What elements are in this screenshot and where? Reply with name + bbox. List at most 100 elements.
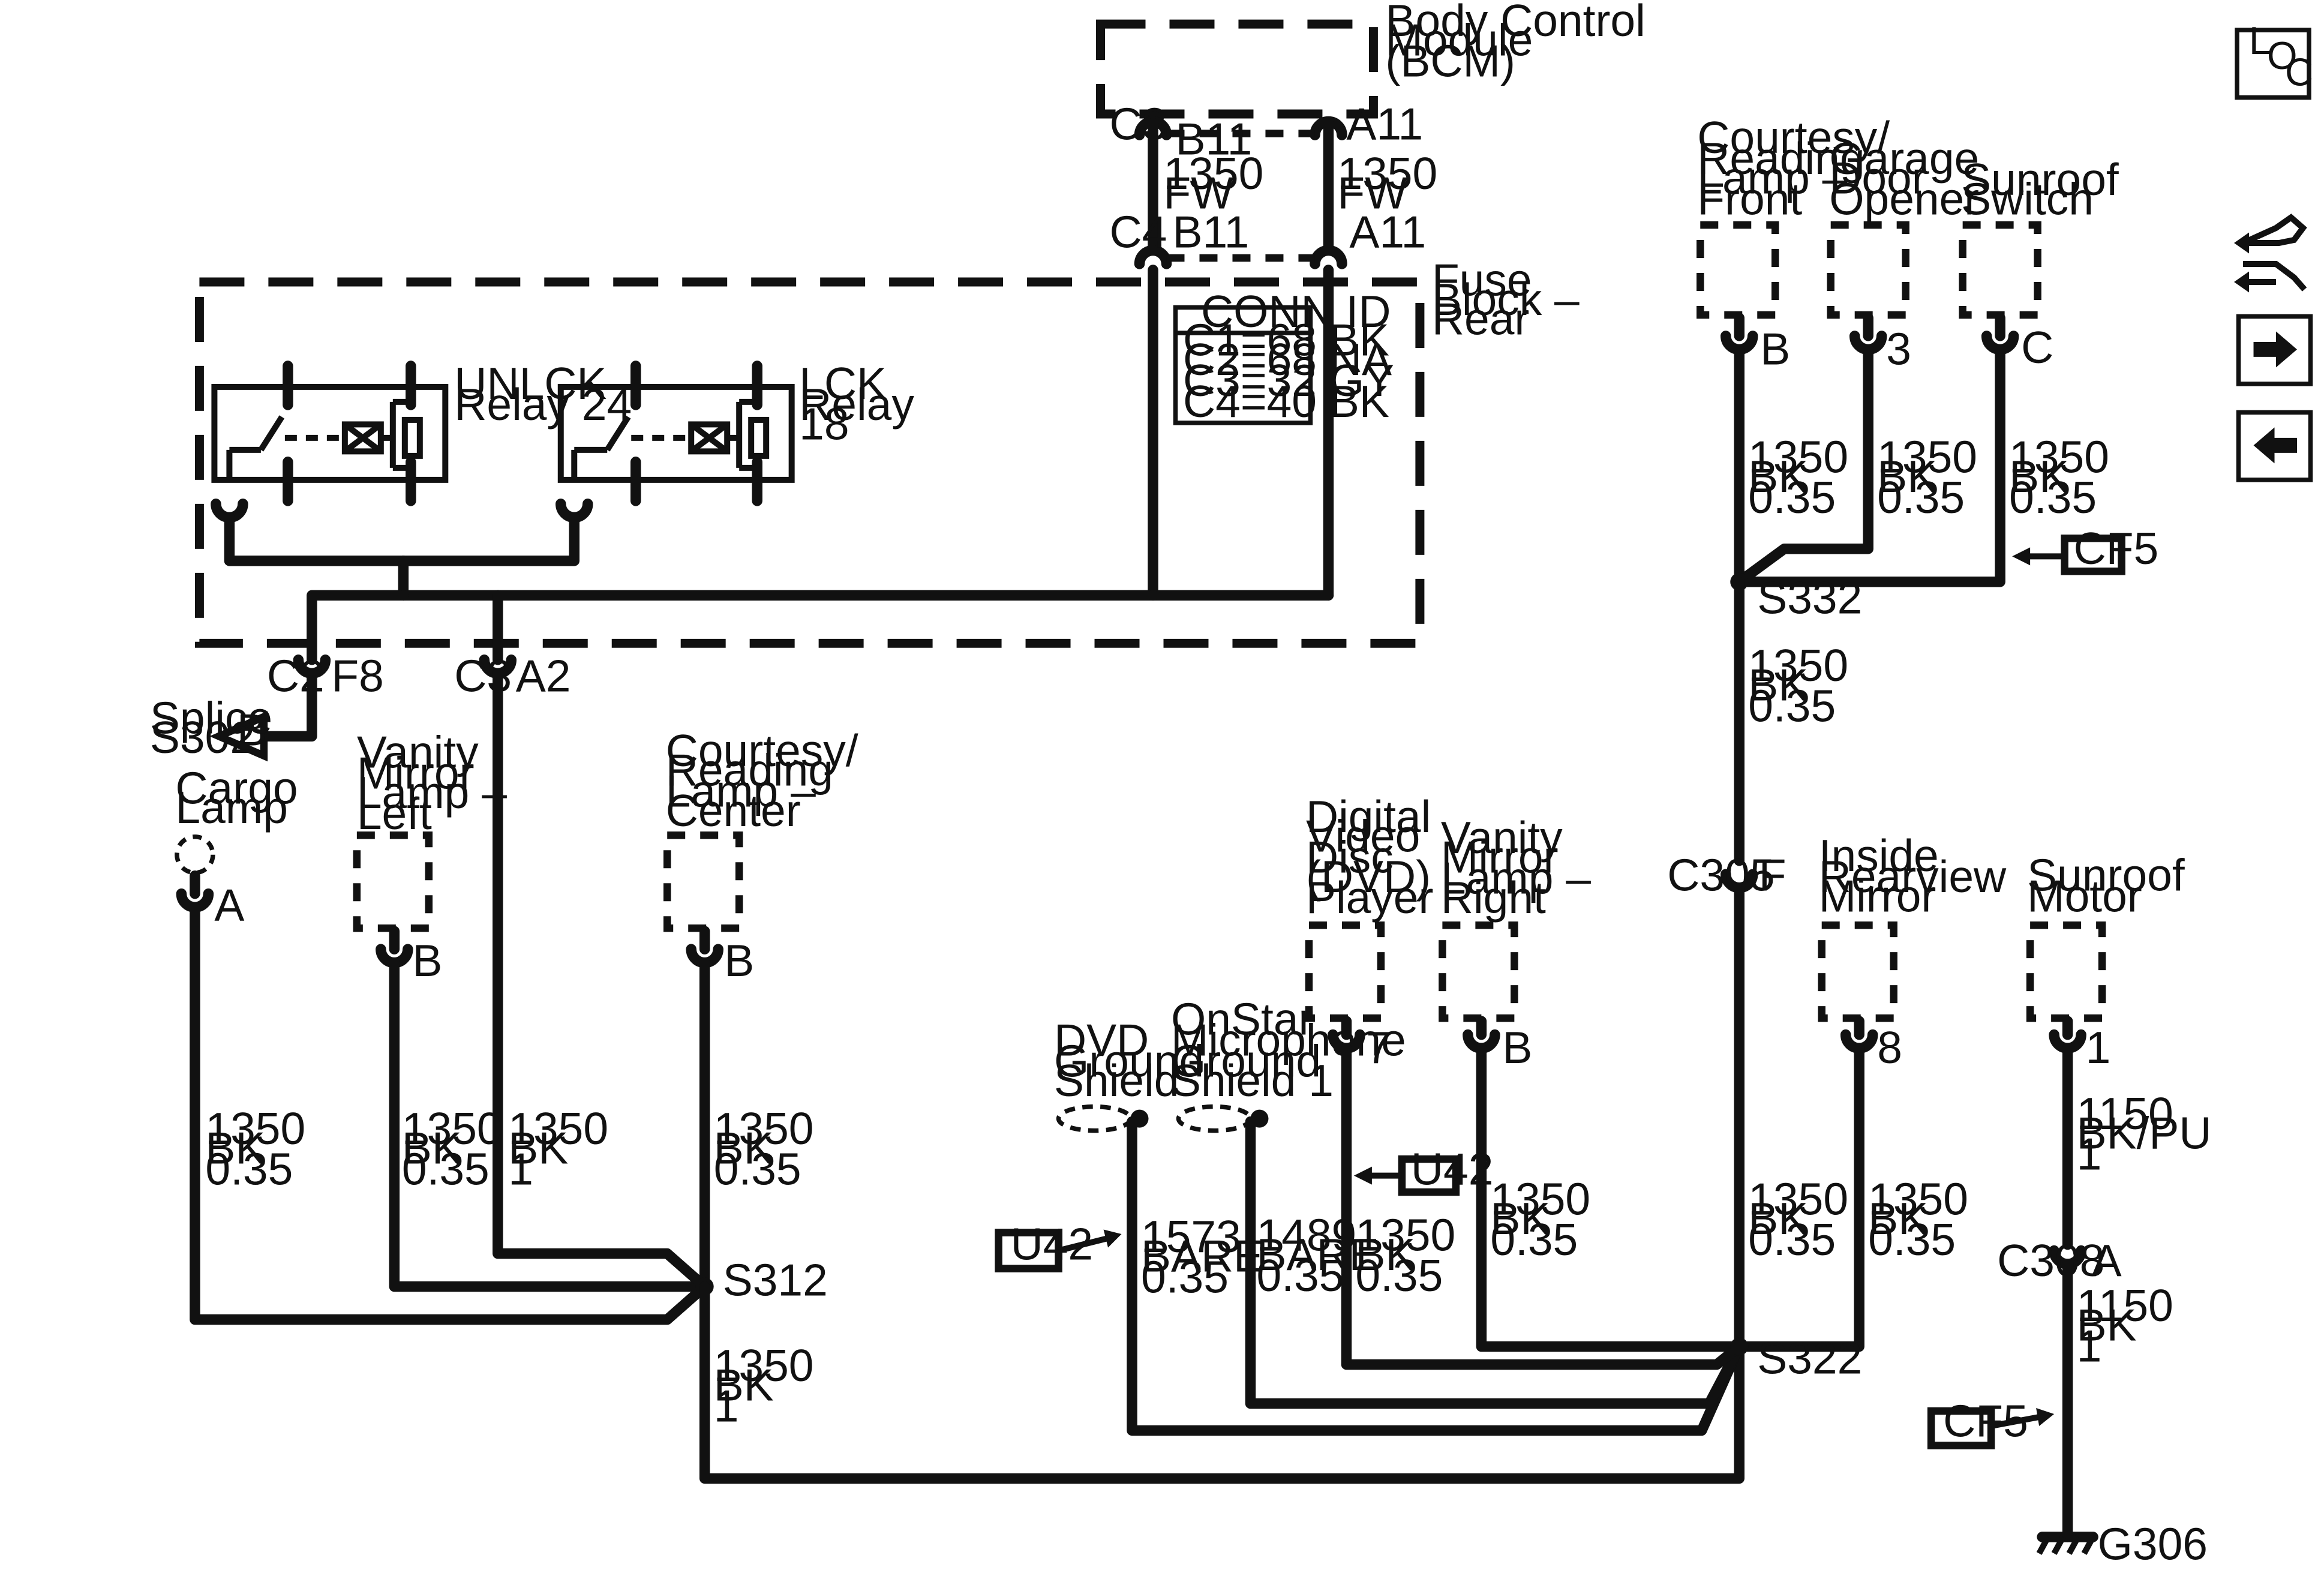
inside-mirror-label-3: Mirror [1819,871,1936,921]
sunroof-motor-label-1: Sunroof [2027,850,2185,900]
pin-1: 1 [2086,1022,2111,1073]
garage-label-1: Garage [1829,133,1979,184]
wire-center-3: 0.35 [714,1144,801,1194]
garage-door-opener: Garage Door Opener [1827,133,1979,319]
conn-id-row-4: C4=40 BK [1183,376,1389,427]
bcm-label-3: (BCM) [1385,36,1515,86]
courtesy-center-label-4: Center [666,785,801,836]
sunroof-switch-label-2: Switch [1961,173,2094,224]
wire-vanity-right-3: 0.35 [1490,1214,1578,1265]
pin-8: 8 [1877,1022,1902,1073]
wire-bcm-a11-1: 1350 [1337,148,1437,199]
onstar-microphone-ground-shield: OnStar Microphone Ground Shield 1 [1171,994,1406,1133]
splice-s312: S312 [723,1255,828,1305]
sunroof-motor: Sunroof Motor [2026,850,2185,1022]
wire-fuse-a2-3: 1 [508,1144,533,1194]
wire-dvd-shield-3: 0.35 [1141,1252,1229,1302]
sunroof-switch-label-1: Sunroof [1961,154,2119,205]
wire-onstar-shield-2: BARE [1256,1229,1379,1280]
pin-3: 3 [1886,323,1911,374]
pin-b11-bot: B11 [1172,206,1249,257]
wire-front-3: 0.35 [1748,472,1836,523]
wire-vanity-right-2: BK [1490,1193,1550,1244]
sunroof-motor-label-2: Motor [2027,871,2142,921]
wire-s332-down-3: 0.35 [1748,680,1836,731]
cargo-lamp-label-1: Cargo [175,763,298,813]
wire-s312-down-2: BK [714,1359,774,1410]
wire-inside-mirror-2: BK [1868,1193,1928,1244]
wire-cargo-2: BK [205,1123,265,1173]
courtesy-center-label-3: Lamp – [666,766,816,816]
vanity-left-label-4: Left [357,788,432,839]
wire-garage-2: BK [1877,451,1937,502]
ground-label: G306 [2098,1518,2208,1569]
splice-s332: S332 [1757,572,1862,623]
pin-c: C [2021,322,2053,373]
onstar-shield-label-2: Microphone [1171,1015,1406,1065]
wire-dvd-player-2: BK [1355,1229,1415,1280]
conn-c3-fuse: C3 [454,650,512,701]
bcm-label-2: Module [1385,15,1533,65]
wire-motor-top-1: 1150 [2077,1088,2173,1139]
wire-motor-top-3: 1 [2077,1129,2102,1179]
dvd-shield-label-3: Shield [1054,1055,1179,1106]
lck-relay: LCK Relay 18 [557,358,914,506]
vanity-left-label-3: Lamp – [357,767,507,818]
wire-garage-3: 0.35 [1877,472,1965,523]
fuse-block-rear: Fuse Block – Rear [194,254,1580,648]
garage-label-2: Door [1829,153,1926,203]
vanity-right-label-3: Lamp – [1441,853,1591,903]
wire-cargo-3: 0.35 [205,1144,293,1194]
ref-cf5-top: CF5 [2074,523,2159,574]
wire-sunroof-sw-3: 0.35 [2009,472,2097,523]
dvd-player-label-2: Video [1306,811,1420,861]
pin-f8: F8 [331,650,384,701]
forward-arrow-button[interactable] [2236,314,2313,386]
splice-s322: S322 [1757,1332,1862,1383]
vanity-right-label-1: Vanity [1441,812,1563,863]
cargo-lamp: Cargo Lamp [175,763,298,875]
wire-dvd-player-3: 0.35 [1355,1250,1443,1301]
onstar-shield-label-1: OnStar [1171,994,1314,1044]
vanity-right-label-4: Right [1441,872,1546,923]
dvd-player-label-3: Disc [1306,832,1394,882]
loc-button[interactable]: L O C [2235,19,2313,100]
pin-f: F [1759,850,1786,900]
wire-fuse-a2-1: 1350 [508,1103,608,1154]
loc-letter-c: C [2285,50,2313,94]
wire-garage-1: 1350 [1877,431,1977,482]
wire-inside-mirror-3: 0.35 [1868,1214,1956,1265]
pin-b11-top: B11 [1175,114,1252,164]
courtesy-front-label-1: Courtesy/ [1697,112,1890,163]
wire-fuse-a2-2: BK [508,1123,568,1173]
wire-onstar-shield-1: 1489 [1256,1210,1356,1260]
wire-vanity-left-1: 1350 [402,1103,502,1154]
lck-relay-label-1: LCK [799,358,887,409]
vanity-left-label-1: Vanity [357,727,479,778]
dvd-shield-label-1: DVD [1054,1015,1149,1065]
unlck-relay: UNLCK Relay 24 [211,358,632,506]
swap-wrench-icon[interactable] [2234,214,2307,293]
conn-c305: C305 [1667,850,1774,900]
lck-relay-label-3: 18 [799,398,849,449]
conn-c4: C4 [1110,206,1167,257]
conn-c308: C308 [1997,1235,2104,1286]
wire-front-2: BK [1748,451,1808,502]
pin-a11-top: A11 [1346,99,1423,149]
inside-mirror-label-2: Rearview [1819,851,2007,902]
unlck-relay-label-1: UNLCK [454,358,606,409]
courtesy-center-label-2: Reading [666,745,833,795]
courtesy-lamp-center: Courtesy/ Reading Lamp – Center [663,725,858,932]
wire-bcm-b11-2: FW [1163,167,1233,218]
back-arrow-button[interactable] [2236,410,2313,482]
conn-id-row-3: C3=32 GY [1183,355,1394,406]
courtesy-front-label-4: Front [1697,173,1802,224]
courtesy-lamp-front: Courtesy/ Reading Lamp – Front [1697,112,1890,319]
wire-motor-top-2: BK/PU [2077,1108,2212,1158]
wire-motor-bottom-2: BK [2077,1300,2137,1350]
wire-sunroof-sw-2: BK [2009,451,2069,502]
conn-id-row-2: C2=68 NA [1183,334,1392,385]
courtesy-front-label-2: Reading [1697,133,1864,184]
inside-rearview-mirror: Inside Rearview Mirror [1818,830,2007,1022]
wire-s332-down-1: 1350 [1748,640,1848,691]
